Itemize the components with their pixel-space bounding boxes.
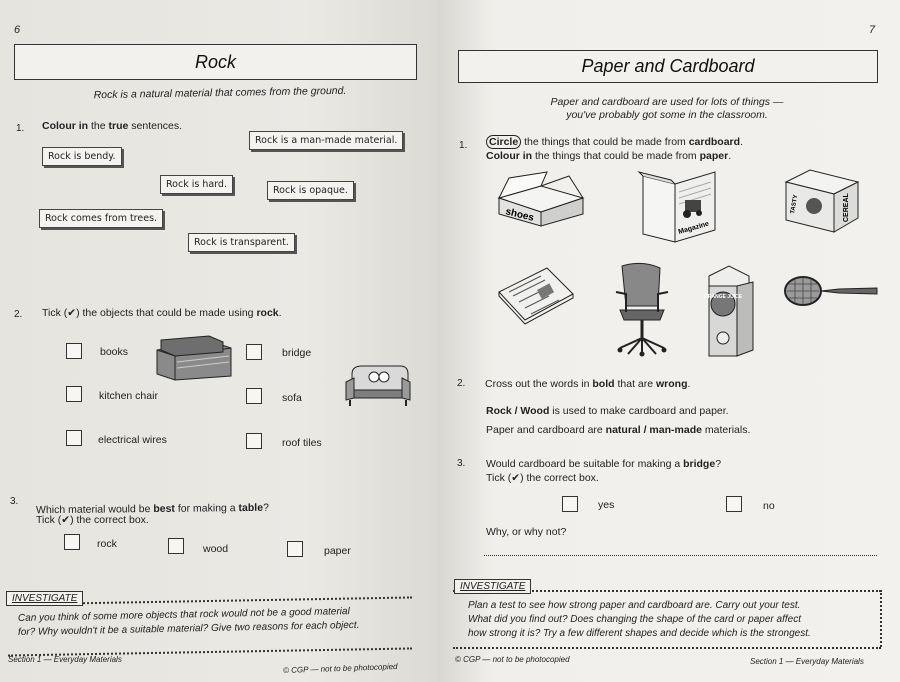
- checkbox-paper[interactable]: [287, 541, 303, 557]
- juice-carton-illustration: ORANGE JUICE: [704, 265, 754, 357]
- question-number: 3.: [457, 458, 466, 469]
- footer-copyright: © CGP — not to be photocopied: [282, 662, 398, 675]
- juice-label: ORANGE JUICE: [704, 294, 743, 300]
- question-1-line-1: Circle the things that could be made fro…: [486, 135, 743, 149]
- investigate-tag: INVESTIGATE: [454, 579, 532, 594]
- sofa-illustration: [345, 365, 411, 406]
- item-label: sofa: [282, 392, 302, 404]
- magazine-illustration: Magazine: [637, 171, 716, 243]
- page-number: 6: [14, 24, 21, 36]
- cereal-tasty-label: TASTY: [790, 194, 799, 214]
- investigate-text: Plan a test to see how strong paper and …: [468, 600, 801, 611]
- question-2-prompt: Tick (✔) the objects that could be made …: [42, 307, 282, 319]
- question-number: 1.: [459, 140, 468, 151]
- investigate-text: What did you find out? Does changing the…: [468, 614, 801, 625]
- checkbox-books[interactable]: [66, 343, 82, 359]
- footer-copyright: © CGP — not to be photocopied: [455, 655, 570, 664]
- checkbox-rock[interactable]: [64, 534, 80, 550]
- question-1-prompt: Colour in the true sentences.: [42, 120, 183, 132]
- question-3-instruction: Tick (✔) the correct box.: [486, 472, 599, 484]
- page-title: Rock: [14, 44, 417, 80]
- investigate-border: [453, 647, 881, 649]
- item-label: electrical wires: [98, 434, 167, 446]
- sentence-card[interactable]: Rock is hard.: [160, 175, 233, 194]
- newspaper-illustration: [498, 267, 574, 325]
- checkbox-electrical-wires[interactable]: [66, 430, 82, 446]
- right-page: 7 Paper and Cardboard Paper and cardboar…: [437, 0, 900, 682]
- sentence-card[interactable]: Rock is bendy.: [42, 147, 122, 166]
- question-number: 3.: [10, 496, 19, 507]
- why-prompt: Why, or why not?: [486, 526, 567, 538]
- footer-section: Section 1 — Everyday Materials: [8, 655, 122, 664]
- answer-line[interactable]: [484, 555, 877, 556]
- investigate-border: [880, 590, 882, 647]
- sentence-card[interactable]: Rock is transparent.: [188, 233, 295, 252]
- investigate-border: [453, 590, 881, 592]
- sentence-card[interactable]: Rock is a man-made material.: [249, 131, 404, 150]
- investigate-text: how strong it is? Try a few different sh…: [468, 628, 811, 639]
- item-label: roof tiles: [282, 437, 322, 449]
- checkbox-roof-tiles[interactable]: [246, 433, 262, 449]
- cereal-label: CEREAL: [843, 192, 850, 222]
- checkbox-yes[interactable]: [562, 496, 578, 512]
- intro-text: Paper and cardboard are used for lots of…: [550, 96, 784, 108]
- question-2-prompt: Cross out the words in bold that are wro…: [485, 378, 691, 390]
- question-number: 2.: [14, 309, 23, 320]
- question-2-line-1: Rock / Wood is used to make cardboard an…: [486, 405, 729, 417]
- question-2-line-2: Paper and cardboard are natural / man-ma…: [486, 424, 751, 436]
- option-label: no: [763, 500, 775, 512]
- item-label: books: [100, 346, 129, 358]
- option-label: rock: [97, 538, 117, 550]
- intro-text: Rock is a natural material that comes fr…: [93, 84, 347, 102]
- office-chair-illustration: [615, 262, 669, 357]
- question-number: 2.: [457, 378, 466, 389]
- page-title: Paper and Cardboard: [458, 50, 878, 83]
- shoebox-illustration: shoes: [497, 171, 585, 227]
- footer-section: Section 1 — Everyday Materials: [750, 657, 864, 666]
- question-1-line-2: Colour in the things that could be made …: [486, 150, 732, 162]
- tennis-racket-illustration: [784, 276, 878, 306]
- sentence-card[interactable]: Rock comes from trees.: [39, 209, 164, 228]
- checkbox-bridge[interactable]: [246, 344, 262, 360]
- checkbox-sofa[interactable]: [246, 388, 262, 404]
- question-number: 1.: [16, 123, 25, 134]
- question-3-instruction: Tick (✔) the correct box.: [36, 514, 149, 526]
- option-label: wood: [203, 543, 229, 555]
- item-label: bridge: [282, 347, 312, 359]
- item-label: kitchen chair: [99, 390, 158, 402]
- investigate-tag: INVESTIGATE: [6, 591, 84, 606]
- checkbox-no[interactable]: [726, 496, 742, 512]
- intro-text: you've probably got some in the classroo…: [566, 109, 768, 121]
- checkbox-wood[interactable]: [168, 538, 184, 554]
- option-label: yes: [598, 499, 615, 511]
- page-number: 7: [869, 24, 876, 36]
- cereal-box-illustration: TASTY CEREAL: [784, 169, 860, 233]
- option-label: paper: [324, 545, 351, 557]
- checkbox-kitchen-chair[interactable]: [66, 386, 82, 402]
- question-3-prompt: Would cardboard be suitable for making a…: [486, 458, 722, 470]
- books-illustration: [156, 335, 232, 381]
- left-page: 6 Rock Rock is a natural material that c…: [0, 0, 437, 682]
- sentence-card[interactable]: Rock is opaque.: [267, 181, 354, 200]
